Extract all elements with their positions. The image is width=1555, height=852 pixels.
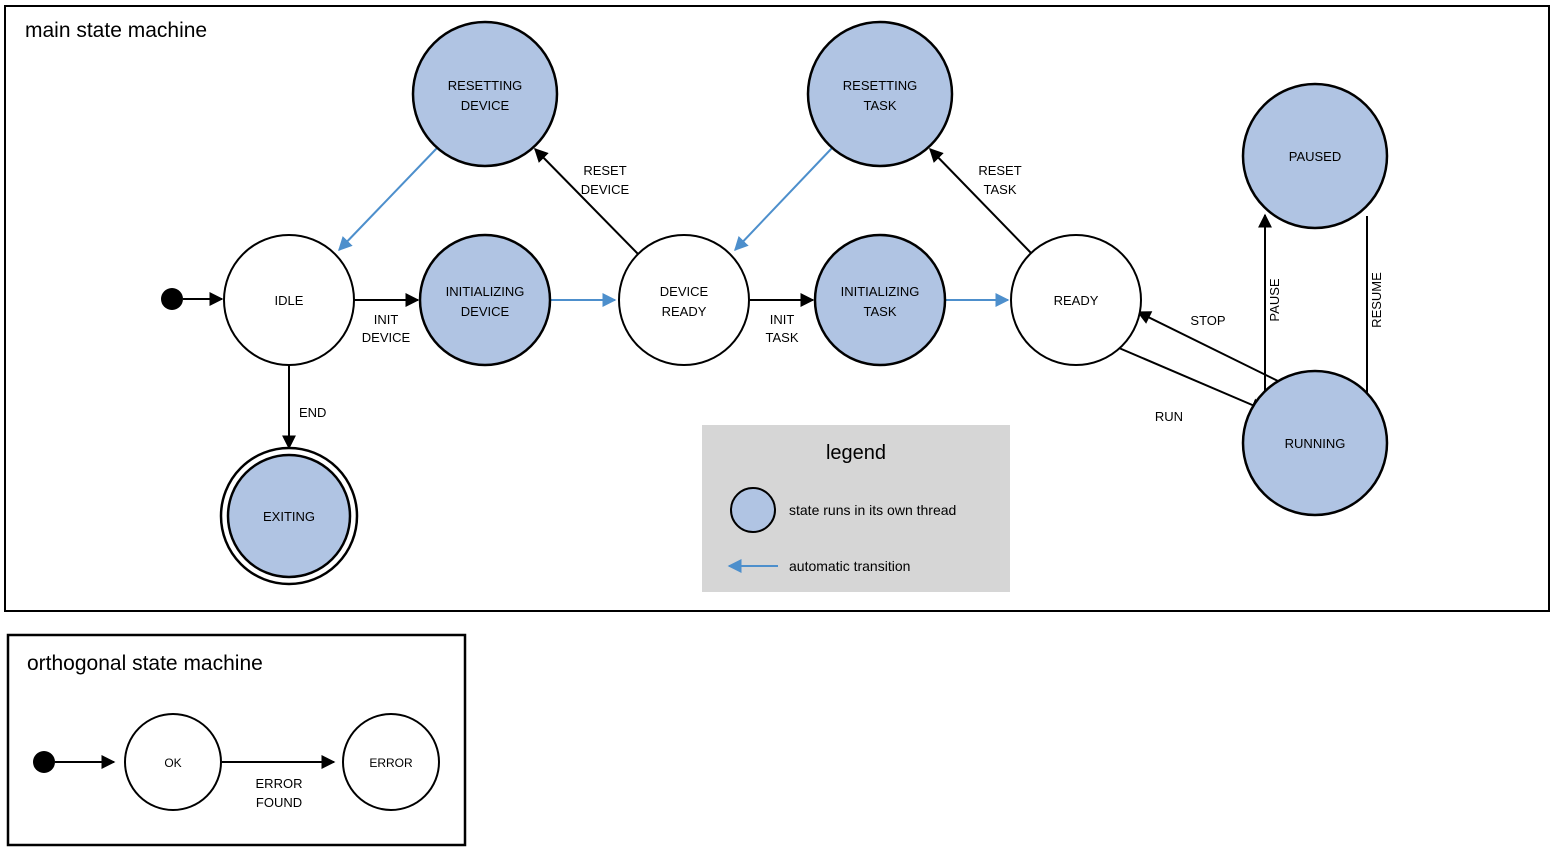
state-initializing-task[interactable]: INITIALIZING TASK [813,233,947,367]
edge-label-init-task-line2: TASK [766,330,799,345]
state-ok-label: OK [164,756,181,770]
orthogonal-states: OK ERROR [124,713,440,811]
orthogonal-panel: orthogonal state machine ERROR FOUND OK [6,633,467,847]
state-device-ready-label-line1: DEVICE [660,284,709,299]
legend-title: legend [826,442,886,464]
state-resetting-task[interactable]: RESETTING TASK [806,20,954,168]
auto-arrow-resettask-devready [734,147,833,252]
edge-label-reset-task-line2: TASK [984,182,1017,197]
transition-reset-device[interactable]: RESET DEVICE [534,148,639,255]
state-paused-circle [1241,82,1389,230]
edge-label-init-device-line1: INIT [374,312,399,327]
state-initializing-device-label-line2: DEVICE [461,304,510,319]
edge-label-init-device-line2: DEVICE [362,330,411,345]
state-error-label: ERROR [369,756,413,770]
main-panel-title: main state machine [25,19,207,42]
edge-label-error-found-line1: ERROR [256,776,303,791]
state-initializing-device[interactable]: INITIALIZING DEVICE [418,233,552,367]
state-running-circle [1241,369,1389,517]
main-transitions: INIT DEVICE END [161,147,1384,450]
state-running[interactable]: RUNNING [1241,369,1389,517]
legend-item-automatic-transition: automatic transition [727,558,910,574]
transition-start-to-idle[interactable] [161,288,224,310]
state-exiting[interactable]: EXITING [219,446,359,586]
edge-label-run: RUN [1155,409,1183,424]
transition-init-device[interactable]: INIT DEVICE [354,293,420,345]
orthogonal-initial-state-node [33,751,55,773]
edge-label-reset-device-line2: DEVICE [581,182,630,197]
state-ok[interactable]: OK [124,713,222,811]
legend-automatic-transition-text: automatic transition [789,558,910,574]
state-resetting-task-label-line2: TASK [864,98,897,113]
state-exiting-inner-circle [226,453,352,579]
legend-threaded-state-swatch [730,487,776,533]
state-device-ready-label-line2: READY [662,304,707,319]
state-paused-label: PAUSED [1289,149,1342,164]
state-initializing-task-label-line1: INITIALIZING [841,284,920,299]
edge-label-resume: RESUME [1369,272,1384,328]
main-panel: main state machine INIT DEVICE END [4,5,1550,612]
state-error-circle [342,713,440,811]
state-device-ready-circle [618,234,750,366]
transition-resetting-task-to-device-ready[interactable] [734,147,833,252]
state-resetting-device-label-line1: RESETTING [448,78,522,93]
state-device-ready[interactable]: DEVICE READY [618,234,750,366]
reset-task-arrow [929,147,1033,255]
state-ok-circle [124,713,222,811]
legend-threaded-state-text: state runs in its own thread [789,502,956,518]
reset-device-arrow [534,148,639,255]
state-idle-circle [223,234,355,366]
transition-resetting-device-to-idle[interactable] [338,147,438,252]
edge-label-pause: PAUSE [1267,278,1282,321]
transition-end[interactable]: END [282,365,326,450]
state-resetting-device-label-line2: DEVICE [461,98,510,113]
state-idle[interactable]: IDLE [223,234,355,366]
state-resetting-device[interactable]: RESETTING DEVICE [411,20,559,168]
legend-item-threaded-state: state runs in its own thread [730,487,956,533]
main-states: IDLE RESETTING DEVICE INITIALIZING DEVIC… [219,20,1389,586]
orthogonal-panel-title: orthogonal state machine [27,652,263,675]
transition-run[interactable]: RUN [1118,347,1266,424]
edge-label-error-found-line2: FOUND [256,795,302,810]
state-initializing-task-circle [813,233,947,367]
initial-state-node [161,288,183,310]
auto-arrow-resetdev-idle [338,147,438,252]
state-paused[interactable]: PAUSED [1241,82,1389,230]
orthogonal-transitions: ERROR FOUND [33,751,336,810]
state-error[interactable]: ERROR [342,713,440,811]
run-arrow [1118,347,1266,412]
transition-error-found[interactable]: ERROR FOUND [222,755,336,810]
transition-start-to-ok[interactable] [33,751,116,773]
state-initializing-device-circle [418,233,552,367]
state-ready-circle [1010,234,1142,366]
state-exiting-label: EXITING [263,509,315,524]
legend: legend state runs in its own thread auto… [702,425,1010,592]
state-ready-label: READY [1054,293,1099,308]
transition-reset-task[interactable]: RESET TASK [929,147,1033,255]
state-initializing-task-label-line2: TASK [864,304,897,319]
state-ready[interactable]: READY [1010,234,1142,366]
edge-label-reset-device-line1: RESET [583,163,626,178]
state-resetting-task-circle [806,20,954,168]
edge-label-reset-task-line1: RESET [978,163,1021,178]
edge-label-stop: STOP [1190,313,1225,328]
edge-label-end: END [299,405,326,420]
edge-label-init-task-line1: INIT [770,312,795,327]
state-resetting-device-circle [411,20,559,168]
transition-init-task[interactable]: INIT TASK [750,293,815,345]
state-resetting-task-label-line1: RESETTING [843,78,917,93]
state-idle-label: IDLE [275,293,304,308]
transition-stop[interactable]: STOP [1136,311,1281,383]
state-running-label: RUNNING [1285,436,1346,451]
state-initializing-device-label-line1: INITIALIZING [446,284,525,299]
stop-arrow [1136,311,1281,383]
